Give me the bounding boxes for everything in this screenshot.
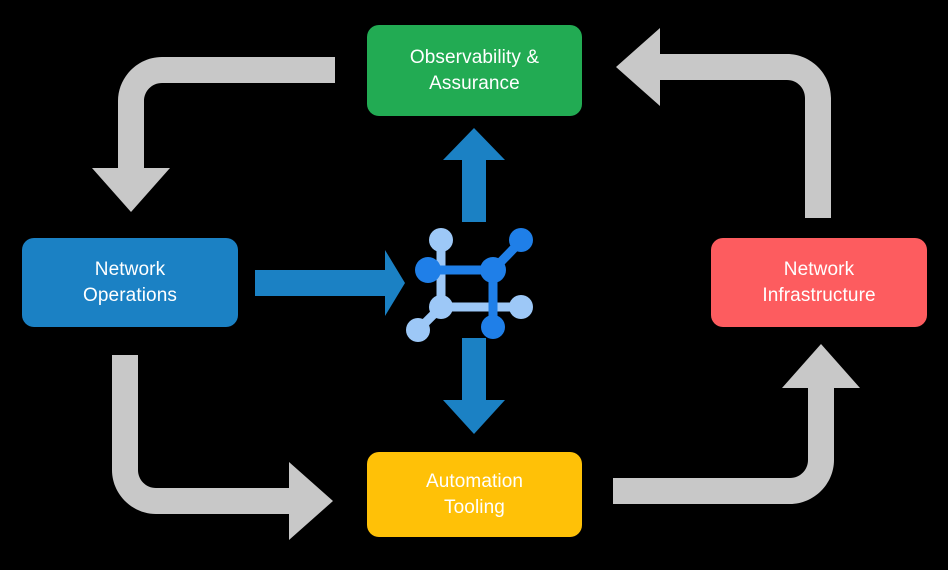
- arrow-operations-to-automation: [112, 355, 333, 540]
- network-icon-nodes: [406, 228, 533, 342]
- arrow-center-to-observability: [443, 128, 505, 222]
- arrow-infrastructure-to-observability: [616, 28, 831, 218]
- arrow-center-to-automation: [443, 338, 505, 434]
- node-network-infrastructure[interactable]: Network Infrastructure: [711, 238, 927, 327]
- arrow-observability-to-operations: [92, 57, 335, 212]
- node-observability-assurance[interactable]: Observability & Assurance: [367, 25, 582, 116]
- node-network-operations[interactable]: Network Operations: [22, 238, 238, 327]
- node-automation-tooling[interactable]: Automation Tooling: [367, 452, 582, 537]
- arrow-operations-to-center: [255, 250, 405, 316]
- arrow-automation-to-infrastructure: [613, 344, 860, 504]
